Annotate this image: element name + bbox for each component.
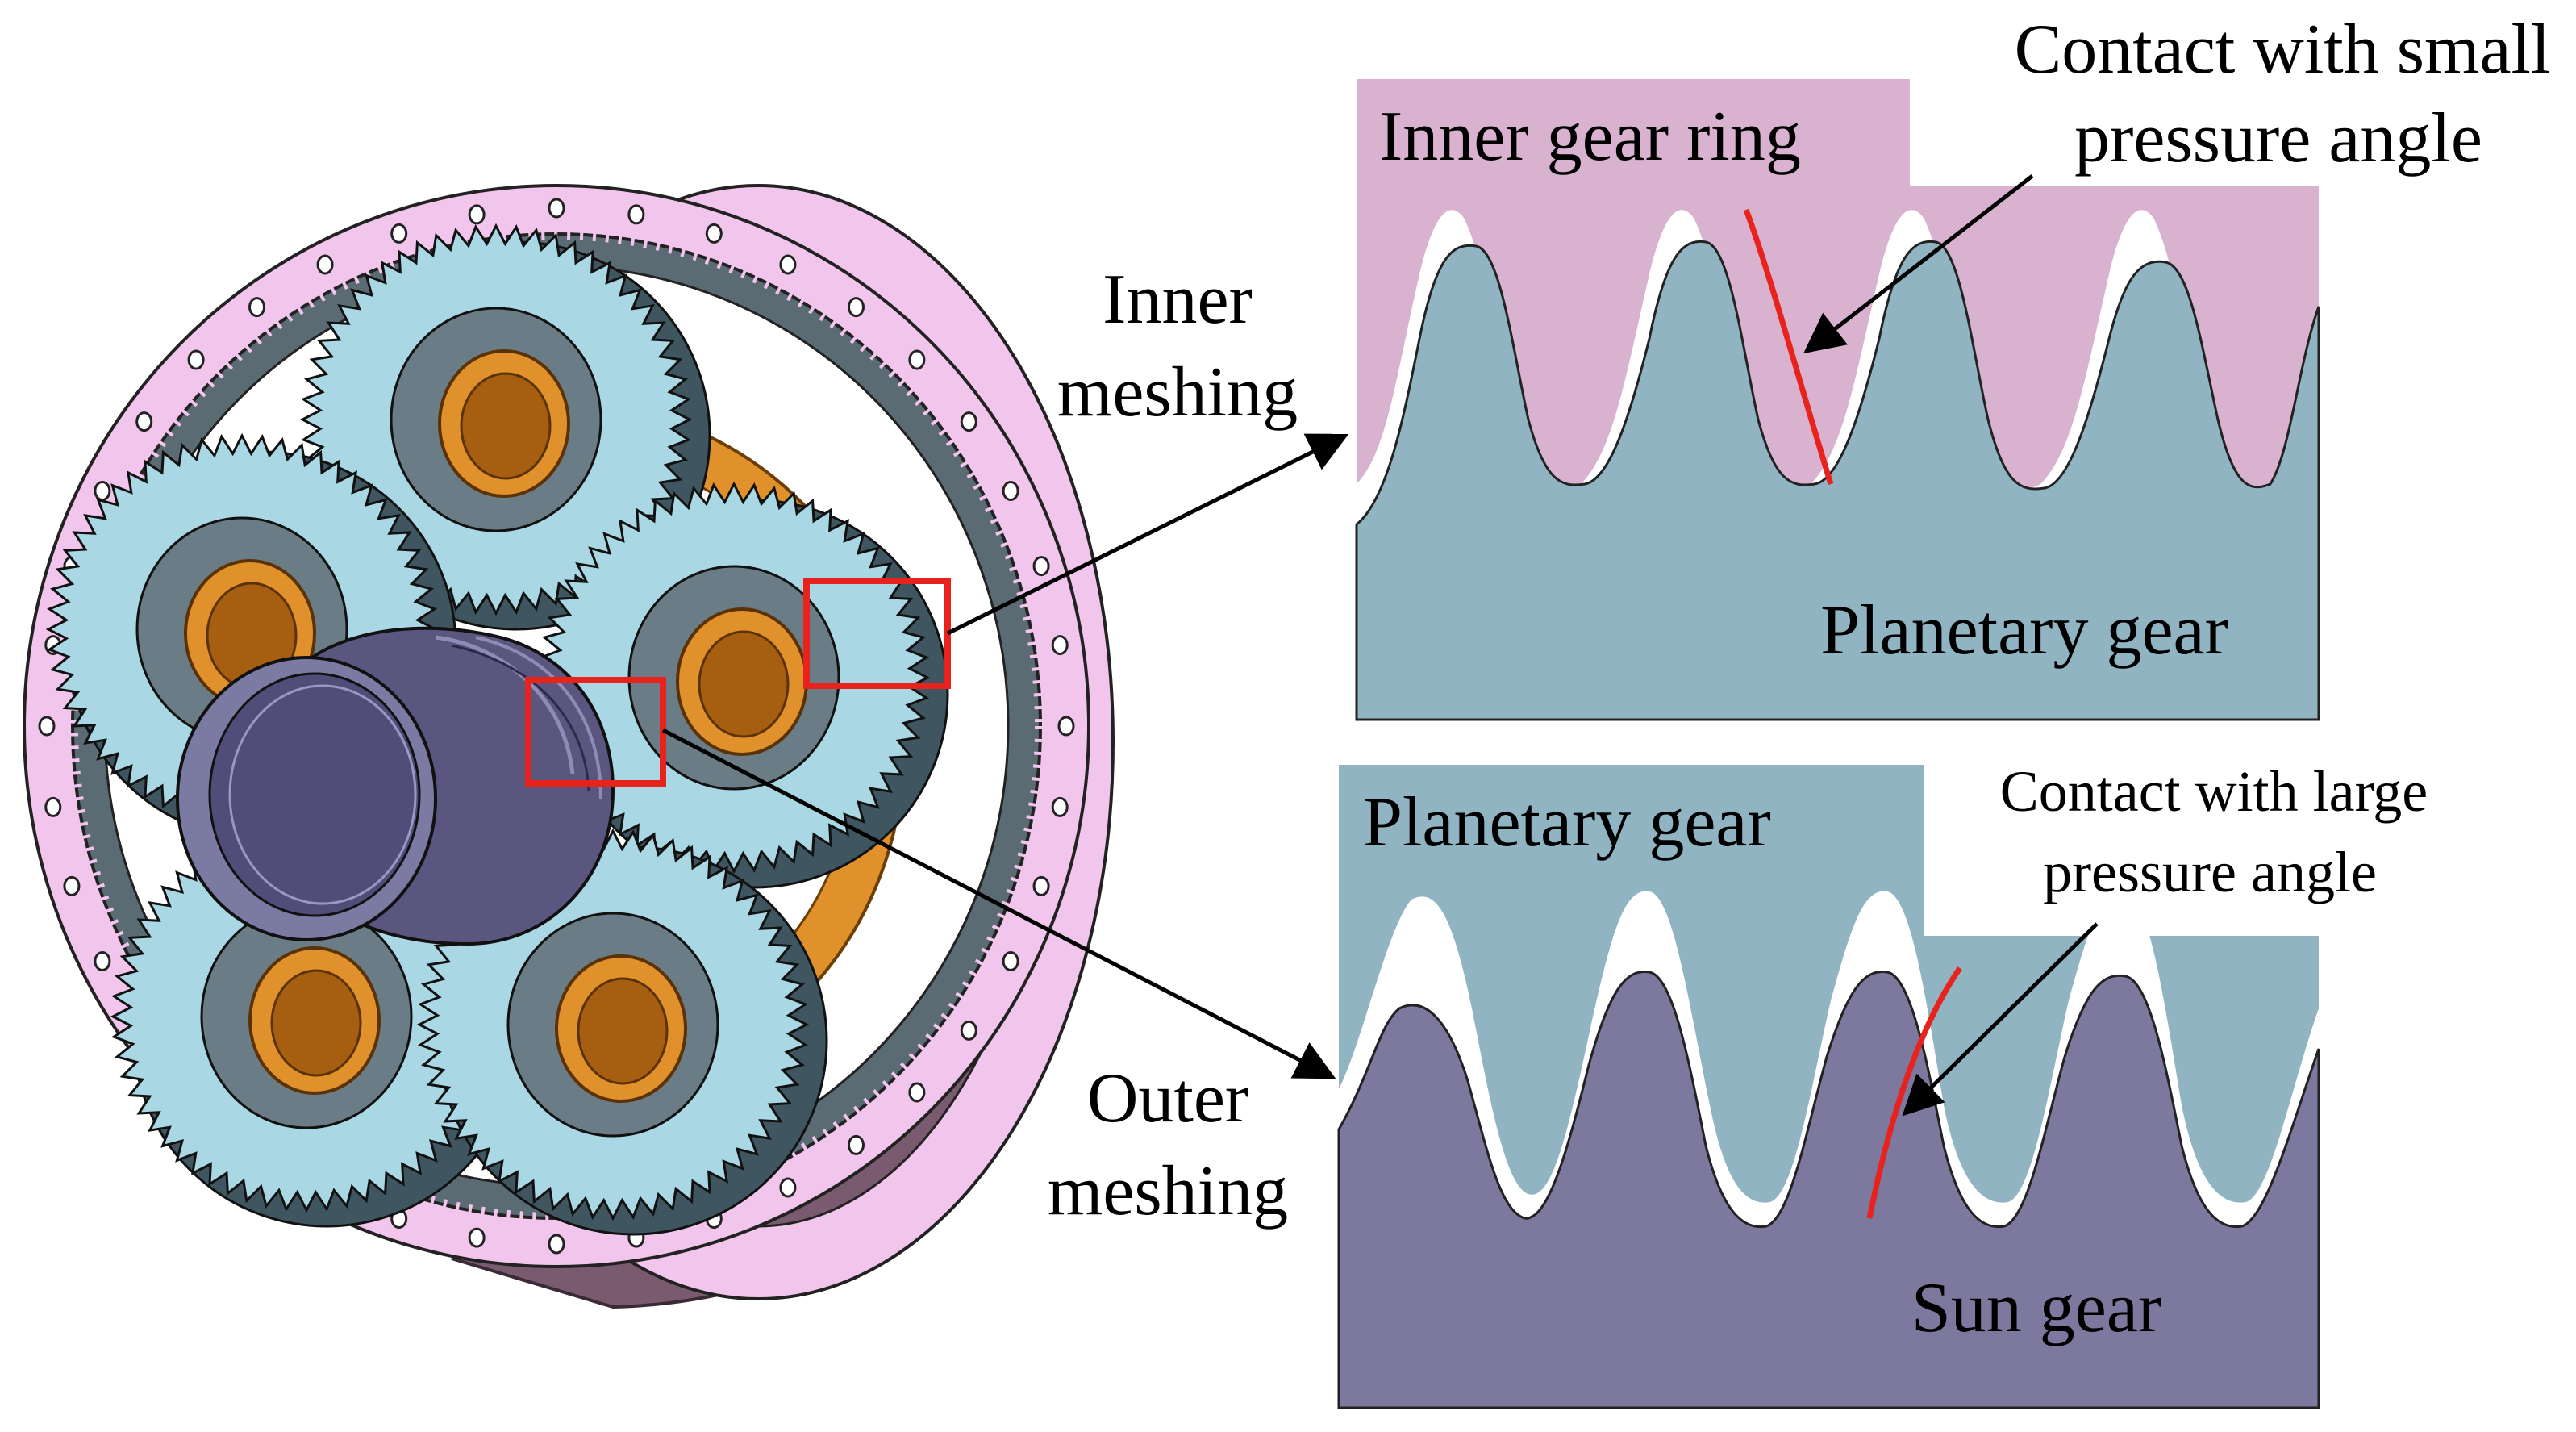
contact-large-pointer-arrow xyxy=(1902,922,2099,1117)
flange-hole xyxy=(1057,716,1075,737)
flange-hole xyxy=(847,1134,865,1155)
inner-meshing-label-line1: Inner xyxy=(1103,261,1253,339)
gearbox-3d-view xyxy=(23,184,1115,1309)
flange-hole xyxy=(960,1020,977,1041)
flange-hole xyxy=(847,297,865,318)
flange-hole xyxy=(908,349,926,370)
contact-large-label-line2: pressure angle xyxy=(2043,840,2377,904)
inner-meshing-arrow xyxy=(946,433,1349,636)
flange-hole xyxy=(468,204,486,225)
planet-gear xyxy=(299,223,711,631)
flange-hole xyxy=(1002,950,1019,971)
outer-meshing-label-line1: Outer xyxy=(1087,1059,1248,1138)
flange-hole xyxy=(468,1227,486,1248)
flange-hole xyxy=(135,411,153,432)
flange-hole xyxy=(779,1177,797,1198)
flange-hole xyxy=(1051,796,1069,817)
flange-hole xyxy=(1032,556,1050,577)
flange-hole xyxy=(1032,875,1050,896)
flange-hole xyxy=(390,223,408,244)
flange-hole xyxy=(960,411,977,432)
flange-hole xyxy=(187,349,205,370)
outer-meshing-label-line2: meshing xyxy=(1048,1152,1288,1230)
inner-meshing-detail-panel xyxy=(1355,79,2320,721)
planetary-gear-top-label: Planetary gear xyxy=(1820,591,2228,670)
flange-hole xyxy=(705,223,723,244)
planetary-gear-bottom-label: Planetary gear xyxy=(1363,783,1771,862)
flange-hole xyxy=(779,254,797,275)
contact-line-small-angle xyxy=(1743,208,1834,486)
flange-hole xyxy=(548,1234,565,1255)
flange-hole xyxy=(908,1082,926,1103)
sun-shaft xyxy=(176,626,615,946)
outer-meshing-detail-panel xyxy=(1337,765,2320,1409)
flange-hole xyxy=(548,198,565,219)
flange-hole xyxy=(316,254,334,275)
flange-hole xyxy=(94,481,111,502)
flange-hole xyxy=(248,297,266,318)
outer-meshing-arrow xyxy=(661,728,1336,1079)
flange-hole xyxy=(94,950,111,971)
contact-small-label-line2: pressure angle xyxy=(2074,99,2482,177)
contact-small-pointer-arrow xyxy=(1803,174,2034,354)
contact-large-label-line1: Contact with large xyxy=(2000,759,2428,824)
flange-hole xyxy=(627,204,645,225)
contact-small-label-line1: Contact with small xyxy=(2015,10,2551,89)
flange-hole xyxy=(1051,635,1069,656)
flange-hole xyxy=(38,716,56,737)
planetary-gear-region-top xyxy=(1355,240,2320,721)
sun-gear-region xyxy=(1337,970,2320,1409)
inner-meshing-label-line2: meshing xyxy=(1057,353,1298,432)
flange-hole xyxy=(44,796,62,817)
flange-hole xyxy=(1002,481,1019,502)
inner-gear-ring-label: Inner gear ring xyxy=(1379,98,1801,176)
flange-hole xyxy=(63,875,81,896)
sun-gear-label: Sun gear xyxy=(1911,1269,2161,1347)
